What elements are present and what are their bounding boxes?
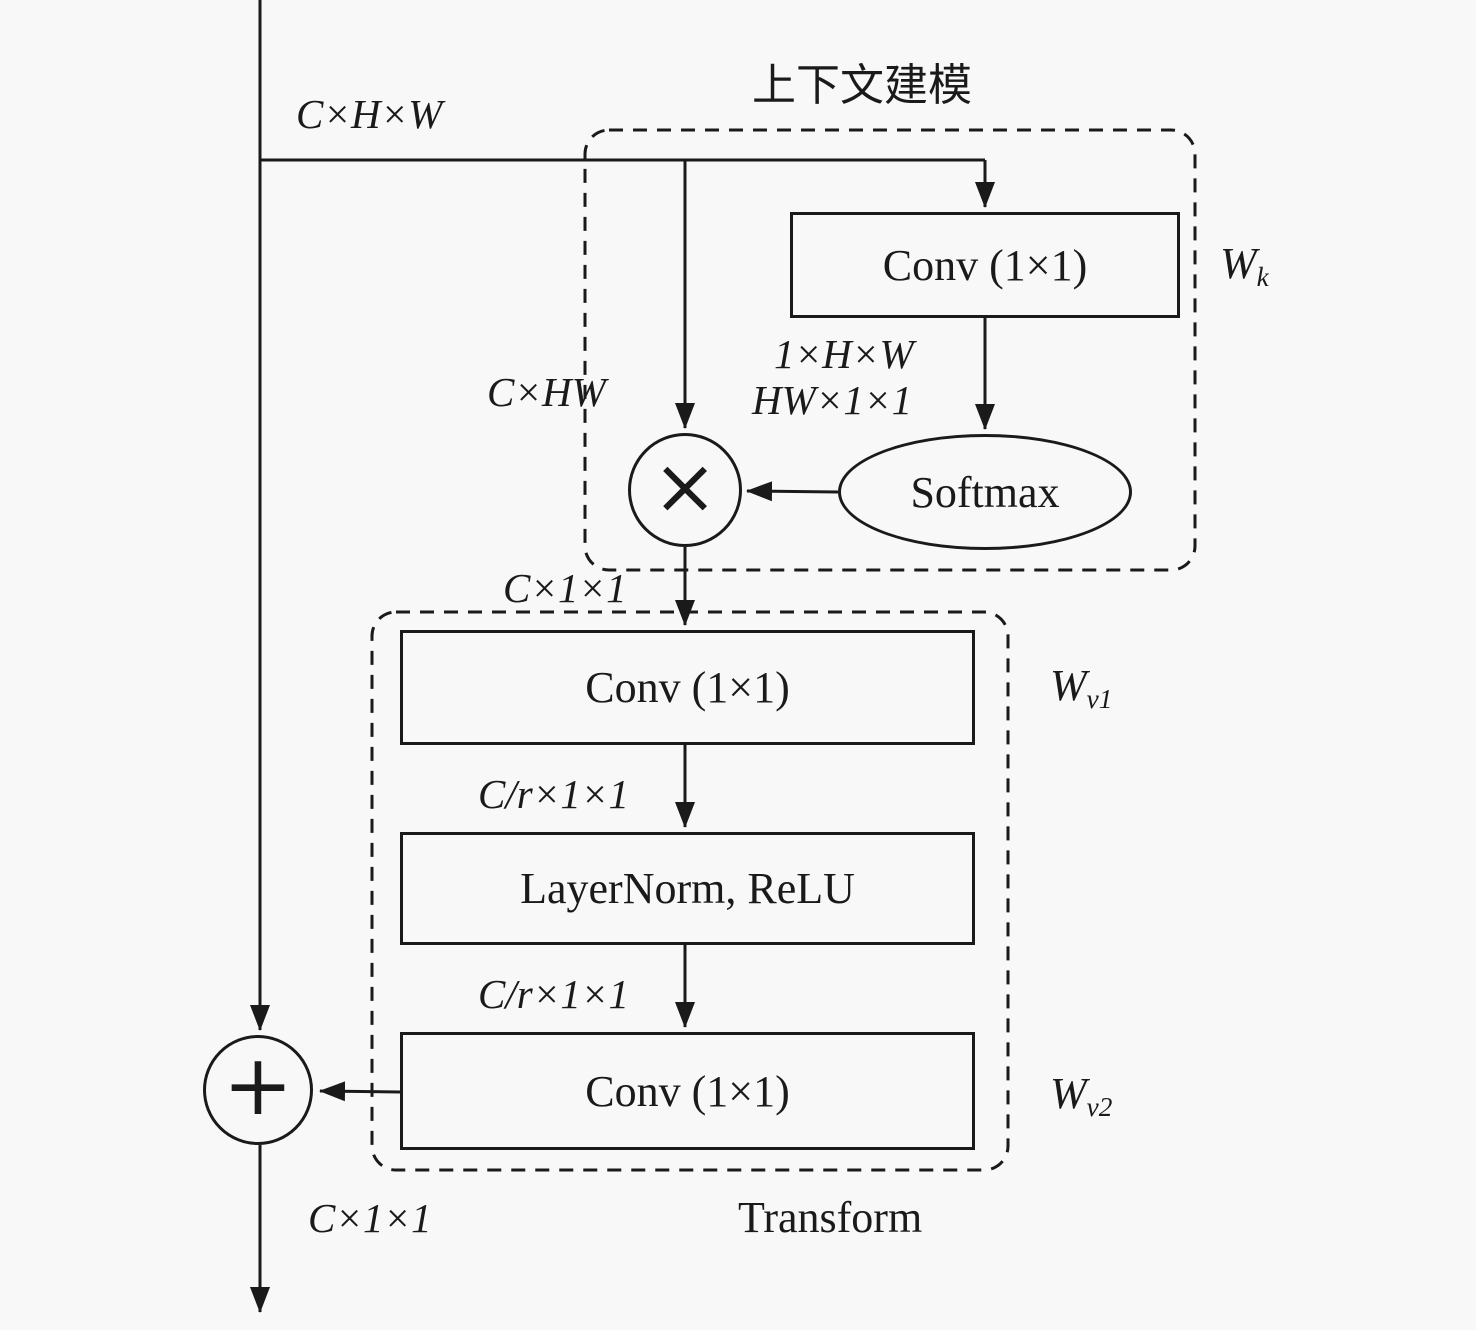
softmax-label: Softmax [910, 467, 1060, 517]
dim-Cx1x1-top-label: C×1×1 [503, 565, 627, 611]
transform-title: Transform [738, 1193, 923, 1242]
dim-HWx1x1-label: HW×1×1 [752, 377, 913, 423]
conv-v1-label: Conv (1×1) [585, 663, 790, 712]
conv-v2-to-add [319, 1081, 401, 1102]
weight-wv2-label: Wv2 [1050, 1069, 1113, 1123]
add-node: + [203, 1035, 313, 1145]
input-dim-label: C×H×W [296, 91, 443, 137]
dim-Cx1x1-bottom-label: C×1×1 [308, 1195, 432, 1241]
conv-v2-node: Conv (1×1) [400, 1032, 975, 1150]
weight-wv1-label: Wv1 [1050, 661, 1113, 715]
dim-Crx1x1-a-label: C/r×1×1 [478, 771, 630, 817]
weight-wk-label: Wk [1220, 239, 1269, 293]
context-modeling-group-border [583, 128, 1197, 572]
conv-k-label: Conv (1×1) [882, 240, 1088, 290]
dim-1xHxW-label: 1×H×W [774, 331, 914, 377]
multiply-icon: × [652, 442, 718, 532]
layernorm-relu-label: LayerNorm, ReLU [520, 864, 855, 913]
add-icon: + [222, 1036, 294, 1134]
softmax-node: Softmax [838, 434, 1132, 550]
conv-v1-node: Conv (1×1) [400, 630, 975, 745]
layernorm-relu-node: LayerNorm, ReLU [400, 832, 975, 945]
conv-k-node: Conv (1×1) [790, 212, 1180, 318]
context-modeling-title: 上下文建模 [752, 61, 972, 110]
conv-v2-label: Conv (1×1) [585, 1066, 790, 1116]
dim-Crx1x1-b-label: C/r×1×1 [478, 971, 630, 1017]
multiply-node: × [628, 433, 742, 547]
dim-CxHW-label: C×HW [487, 369, 606, 415]
softmax-to-multiply [746, 481, 839, 502]
